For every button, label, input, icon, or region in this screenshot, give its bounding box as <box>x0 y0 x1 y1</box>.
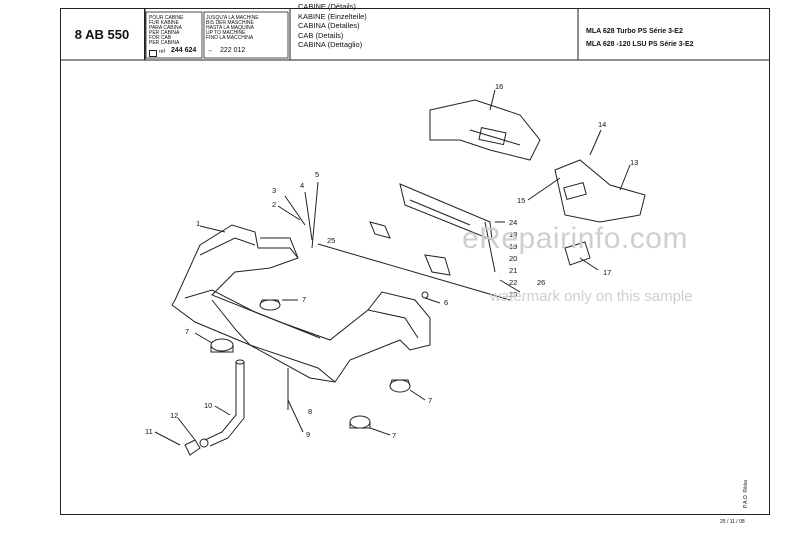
applicability-box-left: POUR CABINE FUR KABINE PARA CABINA PER C… <box>149 15 197 57</box>
callout-6: 6 <box>444 298 449 307</box>
callout-4: 4 <box>300 181 305 190</box>
callout-23: 23 <box>509 290 518 299</box>
applicability-box-right: JUSQU'A LA MACHINE BIS DER MASCHINE HAST… <box>206 15 259 54</box>
callout-7c: 7 <box>428 396 433 405</box>
callout-26: 26 <box>537 278 546 287</box>
callout-17: 17 <box>603 268 612 277</box>
revision-date: 25 / 11 / 08 <box>720 519 745 525</box>
callout-2: 2 <box>272 200 277 209</box>
callout-13: 13 <box>630 158 639 167</box>
serial-arrow-icon: → <box>206 47 213 54</box>
serial-value: 222 012 <box>220 47 246 54</box>
watermark-note: watermark only on this sample <box>490 288 693 305</box>
model-line-1: MLA 628 Turbo PS Série 3-E2 <box>586 28 683 35</box>
callout-7a: 7 <box>302 295 307 304</box>
callout-14: 14 <box>598 120 607 129</box>
callout-11: 11 <box>145 427 153 436</box>
callout-12: 12 <box>170 411 179 420</box>
side-code: P.A.O. Rikka <box>743 480 749 508</box>
callout-25: 25 <box>327 236 336 245</box>
cab-floor-part <box>171 224 431 383</box>
callout-16: 16 <box>495 82 504 91</box>
callout-19: 19 <box>509 242 518 251</box>
callout-20: 20 <box>509 254 518 263</box>
callout-7d: 7 <box>392 431 397 440</box>
callout-10: 10 <box>204 401 213 410</box>
page-titles: CABINE (Détails) KABINE (Einzelteile) CA… <box>298 2 367 49</box>
callout-7b: 7 <box>185 327 190 336</box>
callout-15: 15 <box>517 196 526 205</box>
watermark-site: eRepairinfo.com <box>462 222 688 255</box>
ref-checkbox <box>149 50 157 57</box>
callout-18: 18 <box>509 230 518 239</box>
callout-3: 3 <box>272 186 277 195</box>
callout-21: 21 <box>509 266 518 275</box>
callout-22: 22 <box>509 278 518 287</box>
callout-1: 1 <box>196 219 201 228</box>
callout-9: 9 <box>306 430 311 439</box>
ref-value: 244 624 <box>171 47 197 54</box>
callout-5: 5 <box>315 170 320 179</box>
callout-8: 8 <box>308 407 313 416</box>
drawing-sheet <box>60 8 770 515</box>
callout-24: 24 <box>509 218 518 227</box>
model-line-2: MLA 628 -120 LSU PS Série 3-E2 <box>586 41 694 48</box>
